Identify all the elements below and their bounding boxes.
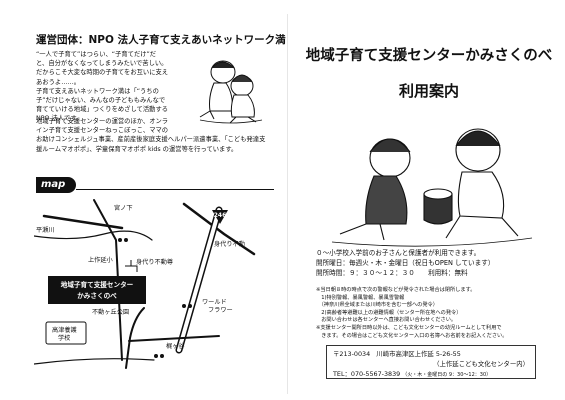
note-line: （神奈川県全域または川崎市を含む一部への発令） (316, 302, 438, 309)
center-callout (48, 276, 146, 304)
road-major (42, 214, 124, 230)
road-upper (182, 202, 256, 256)
street-address: 川崎市高津区上作延 5-26-55 (376, 350, 461, 358)
intro-line: 子”だけじゃない、みんなの子どももみんなで (36, 97, 166, 105)
phone-hours: （火・木・金曜日の 9：30～12：30） (402, 372, 492, 378)
place-kajigaya: 梶ヶ谷 (166, 342, 185, 350)
route-number: 246 (214, 212, 227, 219)
center-callout-line2: かみさくのべ (77, 292, 117, 300)
intro-line: “一人で子育て”はつらい、“子育てだけ”だ (36, 51, 157, 58)
activity-line: お助けコンシェルジュ事業、産前産後家庭支援ヘルパー派遣事業、「こども発達支 (36, 136, 266, 144)
phone-line: TEL：070-5567-3839 （火・木・金曜日の 9：30～12：30） (333, 369, 529, 380)
note-line: ※支援センター開所日時以外は、こども文化センターの幼児ルームとして利用で (316, 324, 502, 331)
temple-icon (125, 260, 138, 272)
place-shindai-fudo: 身代り不動 (214, 240, 245, 248)
center-title: 地域子育て支援センターかみさくのべ (305, 48, 553, 64)
route-shield (212, 210, 228, 224)
children-sitting-illustration (199, 60, 263, 124)
intro-line: と、自分がなくなってしまうみたいで苦しい。 (36, 60, 168, 68)
access-map: 246 宮ノ下 平瀬川 上作延小 身代り不動尊 身代り不動 不動ヶ丘公園 ワール… (34, 199, 256, 369)
road-lower (125, 307, 145, 369)
info-line: 開所曜日：毎週火・木・金曜日（祝日もOPEN しています） (316, 259, 495, 267)
postal-code: 〒213-0034 (333, 350, 371, 358)
place-fudogaoka-park: 不動ヶ丘公園 (92, 308, 129, 316)
place-world-flower: ワールド (202, 299, 227, 306)
org-heading: 運営団体：NPO 法人子育て支えあいネットワーク満 (36, 34, 286, 46)
place-world-flower-2: フラワー (208, 307, 233, 314)
center-callout-line1: 地域子育て支援センター (61, 280, 134, 289)
map-label: map (36, 177, 76, 193)
intro-line: NPO 法人です。 (36, 115, 83, 123)
activity-line: 地域子育て支援センターの運営のほか、オンラ (36, 118, 169, 125)
activity-line: 援ルームマオポポ」、学童保育マオポポ kids の運営等を行っています。 (36, 145, 238, 153)
note-line: きます。その場合はこども文化センター入口の名簿へお名前をお記入ください。 (316, 332, 508, 339)
intro-text: “一人で子育て”はつらい、“子育てだけ”だ と、自分がなくなってしまうみたいで苦… (36, 50, 176, 124)
place-miyanoshita: 宮ノ下 (114, 204, 133, 212)
children-playing-illustration (331, 128, 533, 247)
place-shindai-fudoson: 身代り不動尊 (136, 258, 173, 266)
intro-line: だからこそ大変な時期の子育てをお互いに支え (36, 69, 169, 77)
note-line: お問い合わせは各センターへ直接お問い合わせください。 (316, 317, 457, 324)
intro-line: あおうよ……。 (36, 78, 81, 86)
note-line: 2)高齢者等避難以上の避難情報（センター所在地への発令） (316, 309, 462, 316)
place-hirasegawa: 平瀬川 (36, 226, 55, 234)
address-box: 〒213-0034 川崎市高津区上作延 5-26-55 （上作延こども文化センタ… (326, 345, 536, 379)
school-box (45, 321, 87, 345)
map-rule (76, 189, 274, 190)
road-vertical (93, 199, 123, 361)
place-kamijuku: 上作延小 (88, 256, 114, 264)
guide-title: 利用案内 (398, 82, 459, 100)
activity-line: イン子育て支援センターねっこぼっこ、ママの (36, 127, 169, 135)
place-takatsu-school-2: 学校 (58, 334, 70, 342)
intro-line: 子育て支えあいネットワーク満は「“うちの (36, 87, 159, 95)
note-line: ※当日朝８時の時点で次の警報などが発令された場合は閉所します。 (316, 287, 476, 293)
info-line: 開所時間：９：３０～１２：３０ 利用料：無料 (316, 269, 468, 277)
fold-line (287, 14, 288, 394)
place-takatsu-school: 高津養護 (52, 326, 78, 334)
intro-line: 育てていける地域」つくりをめざして活動する (36, 106, 169, 114)
closure-notes: ※当日朝８時の時点で次の警報などが発令された場合は閉所します。 1)特別警報、暴… (316, 287, 556, 340)
river-line (34, 230, 153, 241)
address-line2: （上作延こども文化センター内） (433, 360, 529, 368)
info-line: ０～小学校入学前のお子さんと保護者が利用できます。 (316, 249, 481, 257)
address-line1: 〒213-0034 川崎市高津区上作延 5-26-55 (333, 349, 529, 359)
note-line: 1)特別警報、暴風警報、暴風雪警報 (316, 294, 405, 301)
usage-info: ０～小学校入学前のお子さんと保護者が利用できます。 開所曜日：毎週火・木・金曜日… (316, 248, 556, 278)
brochure-sheet: 運営団体：NPO 法人子育て支えあいネットワーク満 “一人で子育て”はつらい、“… (4, 4, 560, 396)
activity-text: 地域子育て支援センターの運営のほか、オンラ イン子育て支援センターねっこぼっこ、… (36, 117, 274, 154)
phone-number: TEL：070-5567-3839 (333, 370, 401, 378)
